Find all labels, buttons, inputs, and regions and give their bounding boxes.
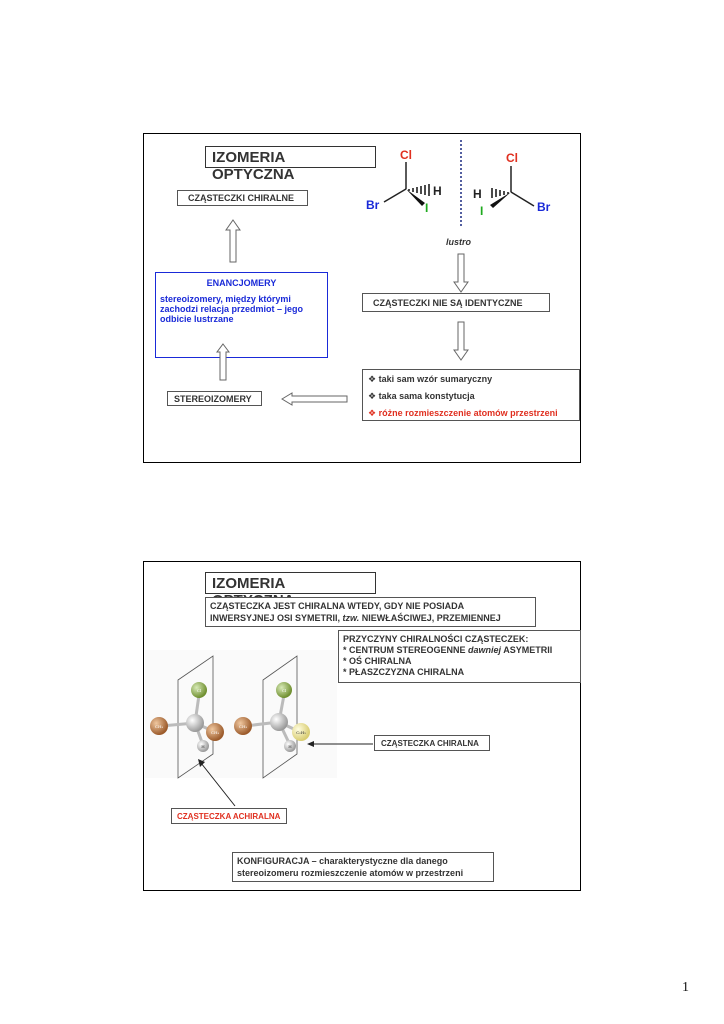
- svg-text:H: H: [288, 744, 292, 749]
- enantiomers-def-2: zachodzi relacja przedmiot – jego: [160, 304, 304, 314]
- definition-line-1: CZĄSTECZKA JEST CHIRALNA WTEDY, GDY NIE …: [210, 601, 465, 611]
- stereoisomers-box: STEREOIZOMERY: [167, 391, 262, 406]
- left-mol-br: Br: [366, 198, 380, 212]
- definition-line-2: INWERSYJNEJ OSI SYMETRII, tzw. NIEWŁAŚCI…: [210, 613, 501, 623]
- properties-box: ❖ taki sam wzór sumaryczny ❖ taka sama k…: [362, 369, 580, 421]
- chirality-definition-box: CZĄSTECZKA JEST CHIRALNA WTEDY, GDY NIE …: [205, 597, 536, 627]
- arrow-chiral: [307, 741, 373, 747]
- svg-text:Cl: Cl: [282, 688, 287, 693]
- left-mol-h: H: [433, 184, 442, 198]
- reason-item-2: * OŚ CHIRALNA: [343, 656, 412, 666]
- right-mol-br: Br: [537, 200, 551, 214]
- left-mol-i: I: [425, 201, 429, 215]
- reason-item-3: * PŁASZCZYZNA CHIRALNA: [343, 667, 465, 677]
- page-number: 1: [682, 980, 689, 995]
- achiral-molecule-label: CZĄSTECZKA ACHIRALNA: [171, 808, 287, 824]
- chiral-molecule-label: CZĄSTECZKA CHIRALNA: [374, 735, 490, 751]
- molecular-models-illustration: Cl CH₃ CH₃ H Cl CH₃ C₂H₅ H: [145, 650, 337, 779]
- right-mol-h: H: [473, 187, 482, 201]
- configuration-line-1: KONFIGURACJA – charakterystyczne dla dan…: [237, 856, 448, 866]
- svg-text:CH₃: CH₃: [239, 724, 248, 729]
- slide-2: IZOMERIA OPTYCZNA CZĄSTECZKA JEST CHIRAL…: [143, 561, 581, 891]
- slide-2-title: IZOMERIA OPTYCZNA: [205, 572, 376, 609]
- mirror-line: [460, 140, 462, 228]
- enantiomers-def-3: odbicie lustrzane: [160, 314, 234, 324]
- right-mol-i: I: [480, 204, 484, 218]
- chirality-reasons-box: PRZYCZYNY CHIRALNOŚCI CZĄSTECZEK: * CENT…: [338, 630, 581, 683]
- enantiomers-heading: ENANCJOMERY: [206, 278, 277, 288]
- configuration-box: KONFIGURACJA – charakterystyczne dla dan…: [232, 852, 494, 882]
- slide-1: IZOMERIA OPTYCZNA CZĄSTECZKI CHIRALNE EN…: [143, 133, 581, 463]
- diamond-bullet-icon: ❖: [368, 374, 377, 384]
- not-identical-box: CZĄSTECZKI NIE SĄ IDENTYCZNE: [362, 293, 550, 312]
- right-molecule-bonds: [490, 166, 535, 208]
- left-molecule-bonds: [383, 162, 430, 206]
- arrow-up-2: [216, 343, 230, 381]
- diamond-bullet-icon: ❖: [368, 408, 377, 418]
- right-mol-cl: Cl: [506, 151, 518, 165]
- svg-text:H: H: [201, 744, 205, 749]
- arrow-down-1: [453, 253, 469, 293]
- arrow-achiral: [198, 759, 236, 807]
- svg-text:Cl: Cl: [197, 688, 202, 693]
- left-mol-cl: Cl: [400, 148, 412, 162]
- reason-item-1: * CENTRUM STEREOGENNE dawniej ASYMETRII: [343, 645, 553, 655]
- arrow-up-1: [225, 219, 241, 263]
- svg-text:CH₃: CH₃: [155, 724, 164, 729]
- enantiomers-def-1: stereoizomery, między którymi: [160, 294, 291, 304]
- diamond-bullet-icon: ❖: [368, 391, 377, 401]
- mirror-label: lustro: [446, 237, 472, 247]
- chiral-molecules-box: CZĄSTECZKI CHIRALNE: [177, 190, 308, 206]
- svg-text:C₂H₅: C₂H₅: [296, 730, 306, 735]
- bullet-item-1: ❖ taki sam wzór sumaryczny: [368, 374, 493, 384]
- arrow-left: [281, 392, 348, 406]
- svg-text:CH₃: CH₃: [211, 730, 220, 735]
- reasons-heading: PRZYCZYNY CHIRALNOŚCI CZĄSTECZEK:: [343, 634, 529, 644]
- bullet-item-3: ❖ różne rozmieszczenie atomów przestrzen…: [368, 408, 558, 418]
- bullet-item-2: ❖ taka sama konstytucja: [368, 391, 475, 401]
- arrow-down-2: [453, 321, 469, 361]
- enantiomers-box: ENANCJOMERY stereoizomery, między którym…: [155, 272, 328, 358]
- slide-1-title: IZOMERIA OPTYCZNA: [205, 146, 376, 183]
- configuration-line-2: stereoizomeru rozmieszczenie atomów w pr…: [237, 868, 464, 878]
